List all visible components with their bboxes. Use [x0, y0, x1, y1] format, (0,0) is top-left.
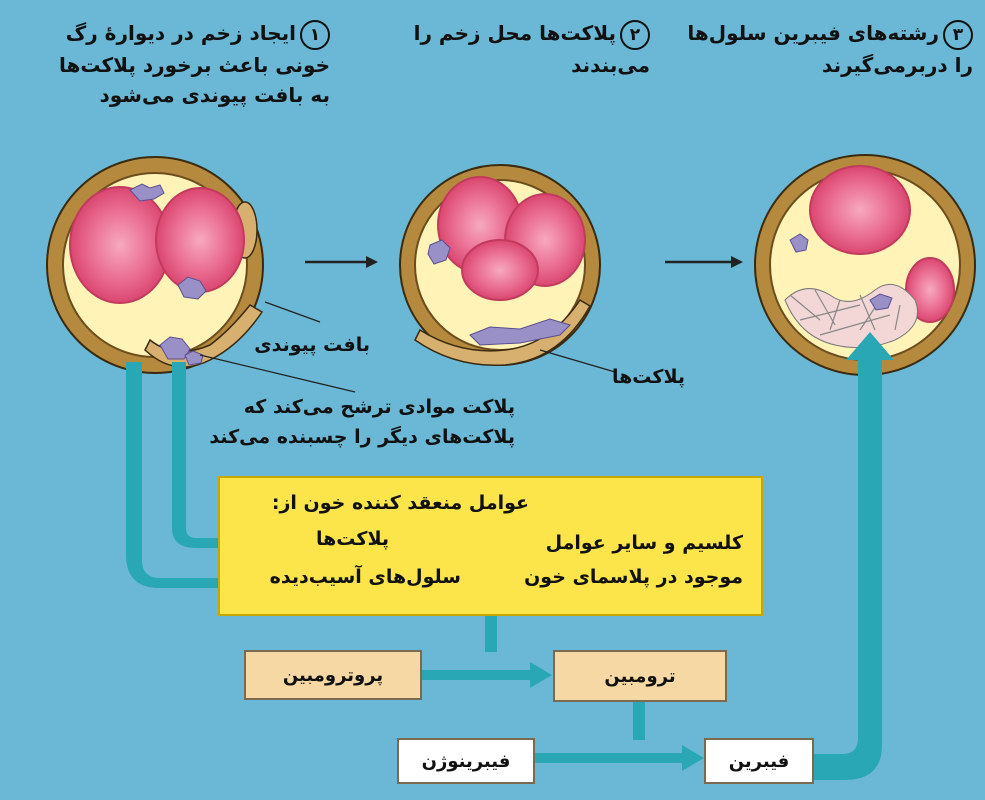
red-blood-cell: [905, 257, 955, 323]
flow-arrows: [126, 332, 894, 780]
factor-source-damaged-cells: سلول‌های آسیب‌دیده: [269, 566, 461, 588]
factor-source-platelets: پلاکت‌ها: [315, 528, 389, 550]
platelet-secretion-label: پلاکت موادی ترشح می‌کند که پلاکت‌های دیگ…: [209, 396, 515, 448]
fibrin-box: فیبرین: [704, 738, 814, 784]
step-2-title: ۲پلاکت‌ها محل زخم را می‌بندند: [413, 19, 650, 77]
vessel-2: [399, 164, 601, 367]
leader-lines: [199, 301, 616, 393]
step-3-number: ۳: [943, 19, 973, 50]
platelet: [184, 350, 204, 366]
platelets-label: پلاکت‌ها: [611, 366, 685, 388]
platelet: [869, 293, 893, 311]
connective-tissue-label: بافت پیوندی: [254, 334, 370, 356]
platelet: [469, 318, 571, 346]
platelet: [159, 336, 191, 360]
fibrinogen-box: فیبرینوژن: [397, 738, 535, 784]
red-blood-cell: [69, 186, 171, 304]
step-1-title: ۱ایجاد زخم در دیوارهٔ رگ خونی باعث برخور…: [59, 19, 330, 107]
platelet: [129, 183, 165, 202]
red-blood-cell: [809, 165, 911, 255]
factor-calcium-line1: کلسیم و سایر عوامل: [545, 532, 743, 554]
step-2-number: ۲: [620, 19, 650, 50]
red-blood-cell: [155, 187, 245, 293]
platelet: [789, 233, 809, 253]
vessel-3: [754, 154, 976, 376]
vessel-1: [46, 156, 264, 374]
factors-title: عوامل منعقد کننده خون از:: [271, 492, 529, 514]
prothrombin-box: پروترومبین: [244, 650, 422, 700]
clotting-factors-box: عوامل منعقد کننده خون از: پلاکت‌ها سلول‌…: [218, 476, 763, 616]
factor-calcium-line2: موجود در پلاسمای خون: [524, 566, 743, 588]
process-arrows: [305, 256, 743, 268]
step-1-number: ۱: [300, 19, 330, 50]
platelet: [427, 239, 451, 265]
platelet: [177, 276, 207, 300]
red-blood-cell: [461, 239, 539, 301]
step-3-title: ۳رشته‌های فیبرین سلول‌ها را دربرمی‌گیرند: [687, 19, 973, 77]
thrombin-box: ترومبین: [553, 650, 727, 702]
